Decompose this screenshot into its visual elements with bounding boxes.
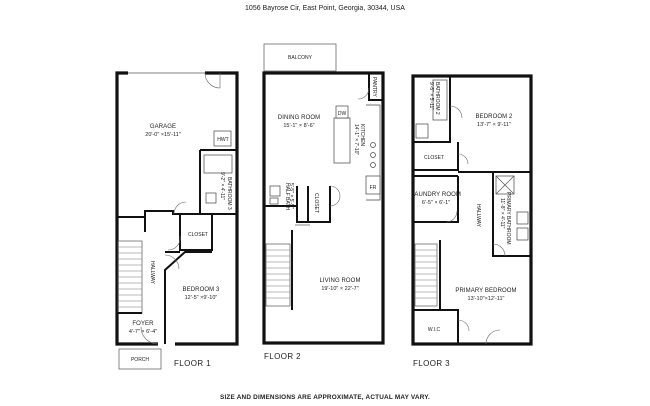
foyer-dims: 4'-7" × 6'-4"	[129, 329, 157, 335]
kitchen-dims: 14'-1" × 7'-10"	[353, 124, 359, 155]
foyer-label: FOYER	[132, 321, 154, 327]
bathroom-2-dims: 9'-5" × 5'-11"	[428, 82, 434, 110]
porch-label: PORCH	[131, 357, 149, 363]
dishwasher-label: DW	[338, 111, 347, 117]
living-room-label: LIVING ROOM	[319, 278, 360, 284]
walk-in-closet-label: W.I.C	[428, 327, 441, 333]
bathroom-3-label: BATHROOM 3	[226, 177, 232, 210]
floor-3-plan	[411, 74, 533, 346]
fridge-label: FR	[370, 185, 377, 191]
dining-room-dims: 15'-1" × 8'-6"	[283, 123, 314, 129]
balcony-label: BALCONY	[288, 55, 313, 61]
laundry-room-label: LAUNDRY ROOM	[411, 192, 461, 198]
floor-2-label: FLOOR 2	[264, 352, 301, 361]
primary-bathroom-label: PRIMARY BATHROOM	[505, 192, 511, 245]
living-room-dims: 19'-10" × 22'-7"	[321, 286, 358, 292]
half-bath-dims: 5'-5" × 5'-5"	[288, 183, 294, 209]
hallway-floor1-label: HALLWAY	[149, 261, 155, 285]
garage-label: GARAGE	[150, 124, 176, 130]
hwt-label: HWT	[217, 137, 228, 143]
kitchen-label: KITCHEN	[359, 124, 365, 146]
floor-2-plan	[262, 43, 385, 345]
closet-floor3-label: CLOSET	[424, 155, 444, 161]
closet-floor2-label: CLOSET	[313, 193, 319, 213]
hallway-floor3-label: HALLWAY	[475, 204, 481, 228]
bedroom-3-dims: 12'-5" ×9'-10"	[185, 295, 218, 301]
garage-dims: 20'-0" ×15'-11"	[145, 132, 180, 138]
floor-1-plan	[115, 71, 239, 370]
primary-bedroom-dims: 13'-10"×12'-11"	[468, 296, 505, 302]
primary-bathroom-dims: 11'-8" × 4'-11"	[499, 198, 505, 229]
pantry-label: PANTRY	[371, 77, 377, 97]
closet-floor1-label: CLOSET	[188, 232, 208, 238]
bathroom-3-dims: 9'-2" × 4'-11"	[219, 172, 225, 200]
dining-room-label: DINING ROOM	[278, 115, 320, 121]
half-bath-label: HALF BATH	[284, 183, 290, 211]
bedroom-3-label: BEDROOM 3	[183, 287, 220, 293]
bathroom-2-label: BATHROOM 2	[434, 82, 440, 115]
bedroom-2-dims: 13'-7" × 9'-11"	[477, 122, 511, 128]
floor-1-label: FLOOR 1	[174, 359, 211, 368]
address-title: 1056 Bayrose Cir, East Point, Georgia, 3…	[245, 5, 405, 12]
laundry-room-dims: 6'-5" × 6'-1"	[422, 200, 450, 206]
primary-bedroom-label: PRIMARY BEDROOM	[455, 288, 516, 294]
floor-3-label: FLOOR 3	[413, 359, 450, 368]
bedroom-2-label: BEDROOM 2	[476, 114, 513, 120]
disclaimer-footer: SIZE AND DIMENSIONS ARE APPROXIMATE, ACT…	[220, 394, 430, 401]
